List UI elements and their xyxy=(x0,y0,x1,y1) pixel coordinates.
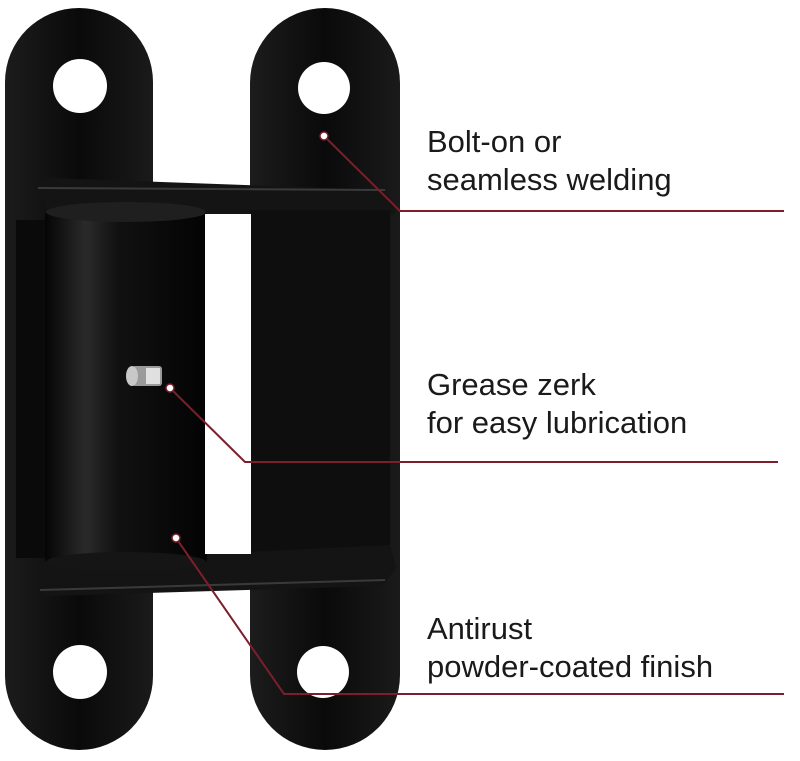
bolt-hole xyxy=(53,59,107,113)
leader-line-grease-zerk xyxy=(169,387,778,463)
bolt-hole xyxy=(298,62,350,114)
callout-line: Antirust xyxy=(427,611,533,646)
grease-zerk xyxy=(126,366,162,386)
bolt-hole xyxy=(53,645,107,699)
leader-line-bolt-on xyxy=(323,135,784,212)
callout-grease-zerk: Grease zerk for easy lubrication xyxy=(427,366,687,442)
callout-dot xyxy=(165,383,175,393)
leader-lines xyxy=(169,135,784,695)
callout-dot xyxy=(319,131,329,141)
leader-line-antirust xyxy=(175,537,784,695)
callout-bolt-on-welding: Bolt-on or seamless welding xyxy=(427,123,672,199)
bolt-hole xyxy=(297,646,349,698)
callout-antirust-finish: Antirust powder-coated finish xyxy=(427,610,713,686)
callout-line: Bolt-on or xyxy=(427,124,562,159)
callout-dot xyxy=(171,533,181,543)
callout-line: for easy lubrication xyxy=(427,405,688,440)
callout-line: seamless welding xyxy=(427,162,672,197)
callout-line: powder-coated finish xyxy=(427,649,714,684)
callout-line: Grease zerk xyxy=(427,367,596,402)
hinge-barrel xyxy=(16,202,251,572)
